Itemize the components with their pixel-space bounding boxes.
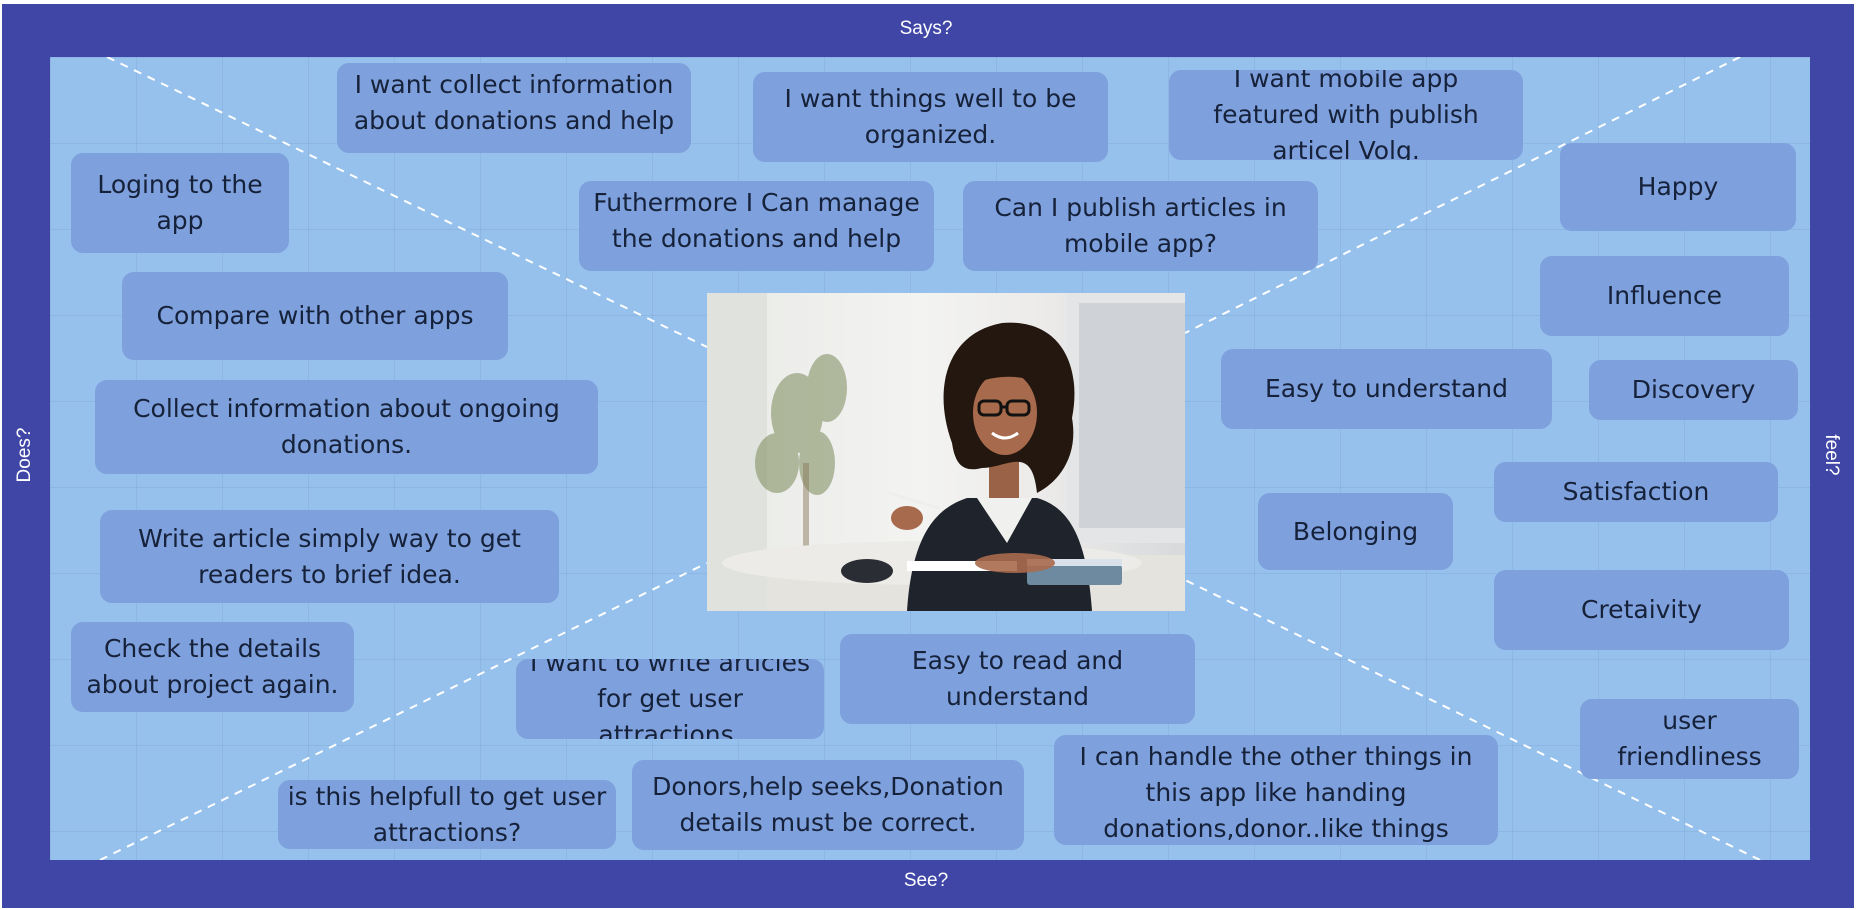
empathy-map-canvas <box>50 57 1810 860</box>
sees-note-write-articles-attractions[interactable]: I want to write articles for get user at… <box>516 659 824 739</box>
feels-note-satisfaction[interactable]: Satisfaction <box>1494 462 1778 522</box>
feels-note-easy-to-understand[interactable]: Easy to understand <box>1221 349 1552 429</box>
says-note-collect-information[interactable]: I want collect information about donatio… <box>337 63 691 153</box>
feels-note-creativity[interactable]: Cretaivity <box>1494 570 1789 650</box>
says-note-well-organized[interactable]: I want things well to be organized. <box>753 72 1108 162</box>
divider-top-right <box>1184 57 1741 334</box>
does-label: Does? <box>14 427 35 483</box>
feels-note-belonging[interactable]: Belonging <box>1258 493 1453 570</box>
does-note-write-article[interactable]: Write article simply way to get readers … <box>100 510 559 603</box>
does-note-compare-apps[interactable]: Compare with other apps <box>122 272 508 360</box>
see-label: See? <box>903 870 949 891</box>
does-note-collect-ongoing-donations[interactable]: Collect information about ongoing donati… <box>95 380 598 474</box>
says-note-mobile-app-articles[interactable]: I want mobile app featured with publish … <box>1169 70 1523 160</box>
quadrant-dividers <box>99 57 1761 860</box>
says-note-publish-articles-question[interactable]: Can I publish articles in mobile app? <box>963 181 1318 271</box>
does-note-login[interactable]: Loging to the app <box>71 153 289 253</box>
does-note-check-project-details[interactable]: Check the details about project again. <box>71 622 354 712</box>
divider-bottom-right <box>1184 579 1761 860</box>
sees-note-helpful-question[interactable]: is this helpfull to get user attractions… <box>278 780 616 849</box>
persona-photo[interactable] <box>707 293 1185 611</box>
sees-note-donation-details-correct[interactable]: Donors,help seeks,Donation details must … <box>632 760 1024 850</box>
divider-bottom-left <box>99 562 708 860</box>
feels-note-user-friendliness[interactable]: user friendliness <box>1580 699 1799 779</box>
feels-note-discovery[interactable]: Discovery <box>1589 360 1798 420</box>
divider-top-left <box>106 57 708 348</box>
says-note-manage-donations[interactable]: Futhermore I Can manage the donations an… <box>579 181 934 271</box>
feel-label: feel? <box>1821 434 1842 476</box>
sees-note-handle-other-things[interactable]: I can handle the other things in this ap… <box>1054 735 1498 845</box>
feels-note-happy[interactable]: Happy <box>1560 143 1796 231</box>
feels-note-influence[interactable]: Influence <box>1540 256 1789 336</box>
says-label: Says? <box>899 18 953 39</box>
sees-note-easy-to-read[interactable]: Easy to read and understand <box>840 634 1195 724</box>
